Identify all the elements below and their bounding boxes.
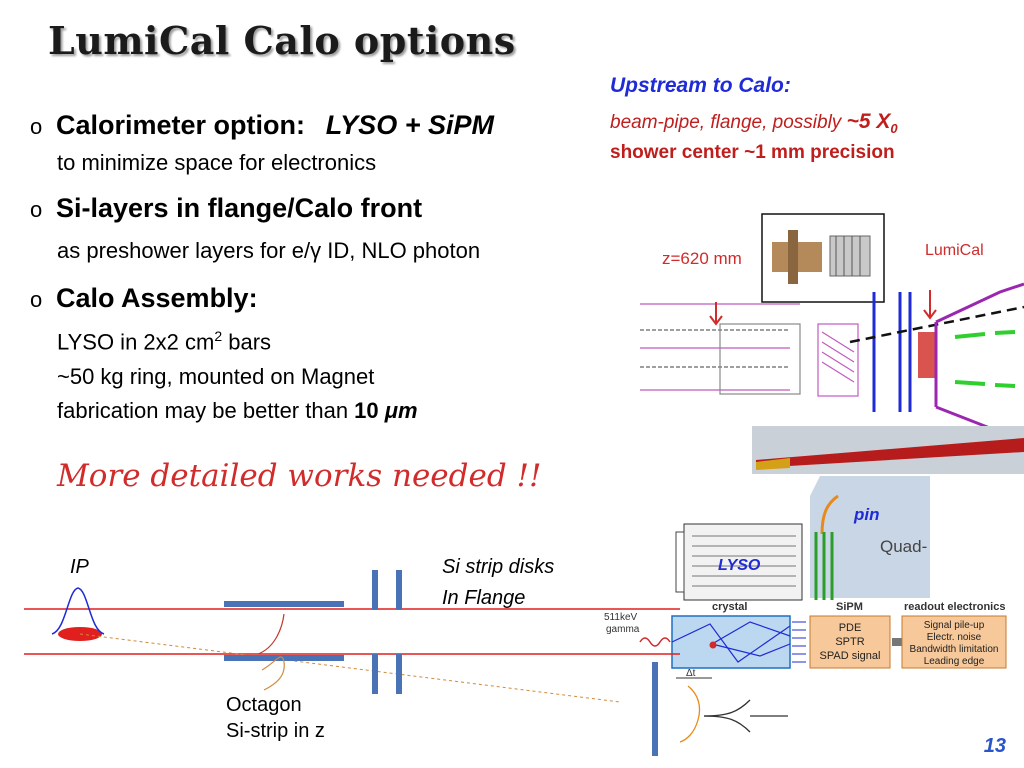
bullet-heading: Calo Assembly: bbox=[56, 283, 258, 313]
delta-t-label: Δt bbox=[686, 668, 696, 679]
bullet-si-layers: o Si-layers in flange/Calo front bbox=[30, 193, 422, 224]
octagon-label: Octagon bbox=[226, 694, 302, 716]
z-position-label: z=620 mm bbox=[662, 249, 742, 268]
upstream-heading: Upstream to Calo: bbox=[610, 74, 791, 97]
bullet-heading: Si-layers in flange/Calo front bbox=[56, 193, 423, 223]
gamma-wave-icon bbox=[639, 637, 671, 647]
pin-cable bbox=[820, 494, 839, 535]
upstream-line2: shower center ~1 mm precision bbox=[610, 142, 895, 163]
readout-electronics-label: readout electronics bbox=[904, 601, 1005, 613]
quad-background bbox=[810, 476, 930, 598]
bullet-sub-text: ~50 kg ring, mounted on Magnet bbox=[57, 364, 375, 389]
photon-paths bbox=[671, 621, 791, 663]
crystal-label: crystal bbox=[712, 601, 747, 613]
gamma-label: gamma bbox=[606, 624, 640, 635]
quad-label: Quad- bbox=[880, 537, 927, 556]
bullet-circle-icon: o bbox=[30, 197, 43, 222]
engineering-drawing: z=620 mm LumiCal bbox=[640, 213, 1024, 474]
si-strip-label: Si strip disks bbox=[442, 556, 554, 578]
lyso-label: LYSO bbox=[718, 557, 761, 574]
flange-label: In Flange bbox=[442, 587, 525, 609]
bullet-circle-icon: o bbox=[30, 287, 43, 312]
si-strip-z-label: Si-strip in z bbox=[226, 720, 325, 742]
svg-text:SPAD signal: SPAD signal bbox=[820, 650, 881, 662]
si-disk-lines bbox=[872, 292, 912, 412]
ip-gaussian bbox=[51, 587, 105, 635]
detailed-works-note: More detailed works needed !! bbox=[57, 458, 542, 494]
particle-track bbox=[79, 633, 621, 703]
lumical-label: LumiCal bbox=[925, 242, 984, 259]
svg-text:PDE: PDE bbox=[839, 622, 862, 634]
bullet-sub-text: LYSO in 2x2 cm2 bars bbox=[57, 328, 272, 355]
si-strip-disk bbox=[396, 570, 402, 610]
crystal-box bbox=[671, 615, 791, 669]
timing-curves bbox=[679, 685, 788, 743]
si-strip-disk bbox=[372, 570, 378, 610]
pin-label: pin bbox=[853, 505, 880, 524]
bullet-sub-text: to minimize space for electronics bbox=[57, 150, 377, 175]
readout-diagram: Quad- pin LYSO crystal SiPM readout elec… bbox=[604, 476, 1007, 679]
bullet-sub-text: as preshower layers for e/γ ID, NLO phot… bbox=[57, 238, 481, 263]
bullet-heading: Calorimeter option: bbox=[56, 110, 306, 140]
svg-text:Signal pile-up: Signal pile-up bbox=[924, 620, 985, 631]
bullet-heading-emphasis: LYSO + SiPM bbox=[325, 110, 494, 140]
sipm-layers bbox=[814, 532, 834, 600]
beamline-schematic: IP Si strip disks In Flange Octagon Si-s… bbox=[24, 556, 680, 756]
svg-text:Electr. noise: Electr. noise bbox=[927, 632, 982, 643]
slide-title: LumiCal Calo options bbox=[48, 18, 516, 63]
svg-text:SPTR: SPTR bbox=[835, 636, 864, 648]
lumical-outline bbox=[934, 282, 1024, 440]
octagon-upper bbox=[224, 601, 344, 607]
beam-pipe-drawing bbox=[640, 303, 859, 397]
arrow-icon bbox=[709, 290, 937, 326]
bullet-calo-assembly: o Calo Assembly: bbox=[30, 283, 258, 314]
sipm-label: SiPM bbox=[836, 601, 863, 613]
bullet-sub-text: fabrication may be better than 10 μm bbox=[57, 398, 418, 423]
octagon-lower bbox=[224, 655, 344, 661]
sipm-box bbox=[809, 615, 891, 669]
lumical-layers bbox=[954, 330, 1016, 388]
bullet-calorimeter-option: o Calorimeter option: LYSO + SiPM bbox=[30, 110, 494, 141]
gamma-energy-label: 511keV bbox=[604, 612, 638, 623]
lumical-block bbox=[918, 332, 936, 378]
calo-front-plate bbox=[652, 662, 658, 756]
lyso-module bbox=[683, 523, 803, 601]
electronics-box bbox=[901, 615, 1007, 669]
bullet-circle-icon: o bbox=[30, 114, 43, 139]
ip-label: IP bbox=[70, 556, 90, 578]
page-number: 13 bbox=[983, 735, 1006, 757]
svg-text:Leading edge: Leading edge bbox=[924, 656, 985, 667]
upstream-line1: beam-pipe, flange, possibly ~5 X0 bbox=[610, 110, 898, 136]
svg-text:Bandwidth limitation: Bandwidth limitation bbox=[910, 644, 999, 655]
